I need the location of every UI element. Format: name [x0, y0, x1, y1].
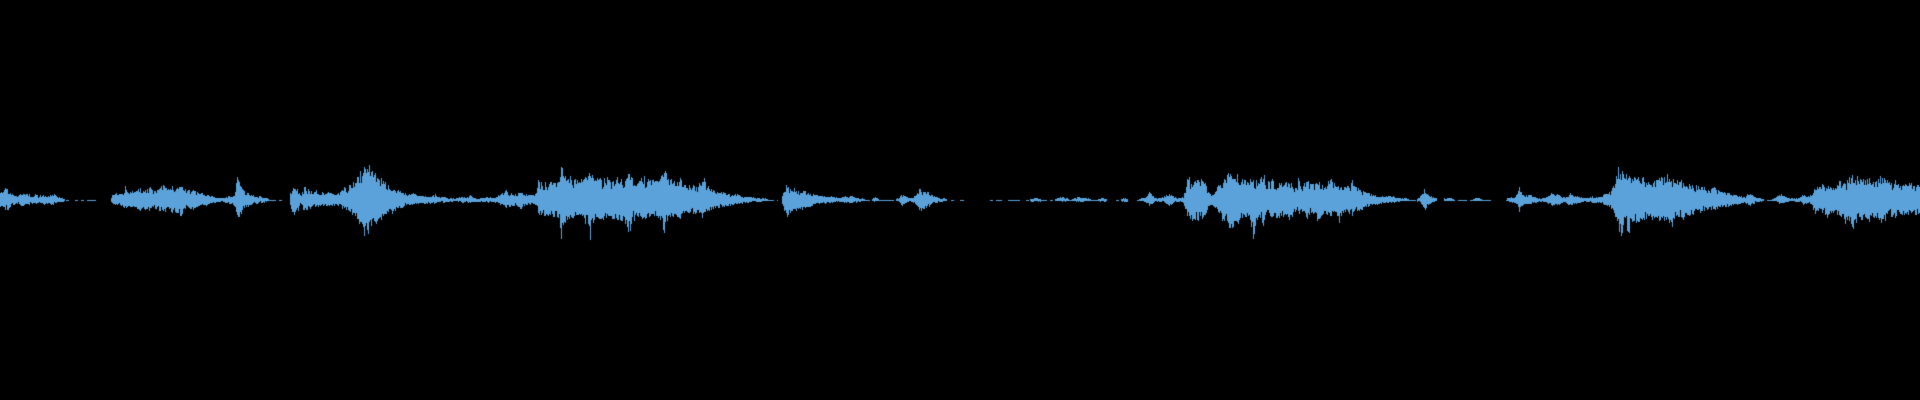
waveform-panel: [0, 0, 1920, 400]
audio-waveform[interactable]: [0, 0, 1920, 400]
